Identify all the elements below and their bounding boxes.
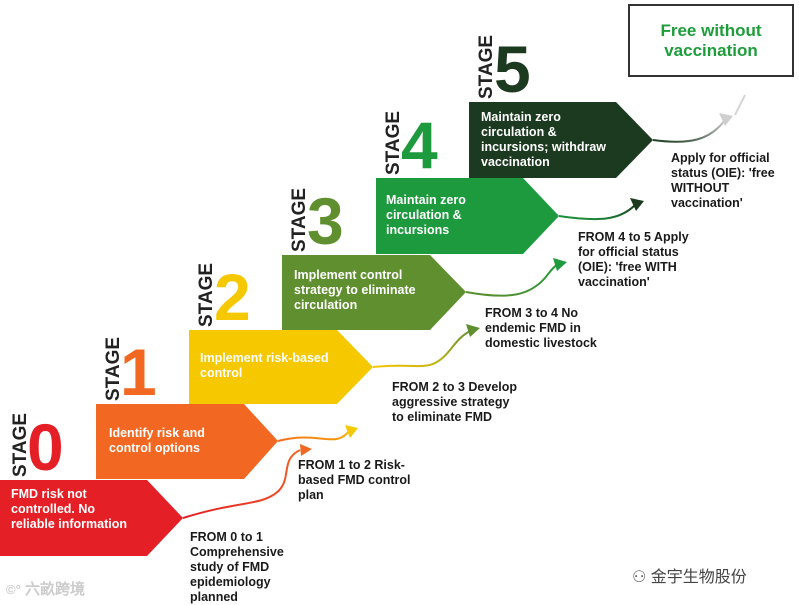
stage-0-number: 0: [27, 410, 64, 484]
connector-4-5-arrowhead: [630, 198, 644, 211]
stage-3-text: Implement control strategy to eliminate …: [294, 268, 416, 312]
watermark-left: ©° 六畝跨境: [6, 578, 85, 599]
watermark-right: ⚇ 金宇生物股份: [632, 563, 747, 587]
transition-2-3: FROM 2 to 3 Develop aggressive strategy …: [392, 380, 518, 424]
final-pointer: [734, 94, 746, 116]
connector-4-5: [558, 204, 636, 221]
wechat-icon: ⚇: [632, 569, 647, 586]
connector-0-1: [182, 449, 301, 519]
stage-4-arrow: [376, 178, 559, 254]
transition-5-final: Apply for official status (OIE): 'free W…: [671, 151, 775, 210]
transition-0-1: FROM 0 to 1 Comprehensive study of FMD e…: [190, 530, 284, 604]
final-goal-text: Free without vaccination: [660, 20, 762, 60]
stage-0-arrow: [0, 480, 183, 556]
stage-4-text: Maintain zero circulation & incursions: [386, 193, 466, 237]
connector-3-4-arrowhead: [553, 258, 567, 271]
connector-1-2: [277, 429, 351, 442]
watermark-left-text: 六畝跨境: [24, 581, 85, 598]
stage-2-number: 2: [214, 260, 251, 334]
watermark-right-text: 金宇生物股份: [650, 569, 747, 586]
stage-5-arrow: [469, 102, 653, 178]
connector-2-3-arrowhead: [466, 324, 480, 337]
connector-5-final: [652, 119, 726, 143]
connector-3-4: [465, 263, 559, 297]
watermark-logo-icon: ©°: [6, 582, 21, 597]
final-goal-box: Free without vaccination: [628, 4, 794, 77]
stage-2-text: Implement risk-based control: [200, 351, 329, 380]
stage-1-arrow: [96, 404, 278, 479]
transition-3-4: FROM 3 to 4 No endemic FMD in domestic l…: [485, 306, 597, 350]
connector-5-final-arrowhead: [719, 113, 733, 126]
stage-1-number: 1: [120, 335, 157, 409]
connector-2-3: [372, 329, 473, 368]
connector-0-1-arrowhead: [300, 444, 312, 456]
stage-5-text: Maintain zero circulation & incursions; …: [481, 110, 607, 169]
stage-3-number: 3: [307, 184, 344, 258]
stage-3-arrow: [282, 255, 466, 330]
stage-2-arrow: [189, 330, 373, 404]
connector-1-2-arrowhead: [345, 425, 358, 438]
stage-5-number: 5: [494, 32, 531, 106]
stage-4-number: 4: [401, 108, 438, 182]
stage-1-text: Identify risk and control options: [109, 426, 205, 455]
transition-1-2: FROM 1 to 2 Risk-based FMD control plan: [298, 458, 411, 502]
transition-4-5: FROM 4 to 5 Apply for official status (O…: [578, 230, 689, 289]
stage-0-text: FMD risk not controlled. No reliable inf…: [11, 487, 127, 531]
